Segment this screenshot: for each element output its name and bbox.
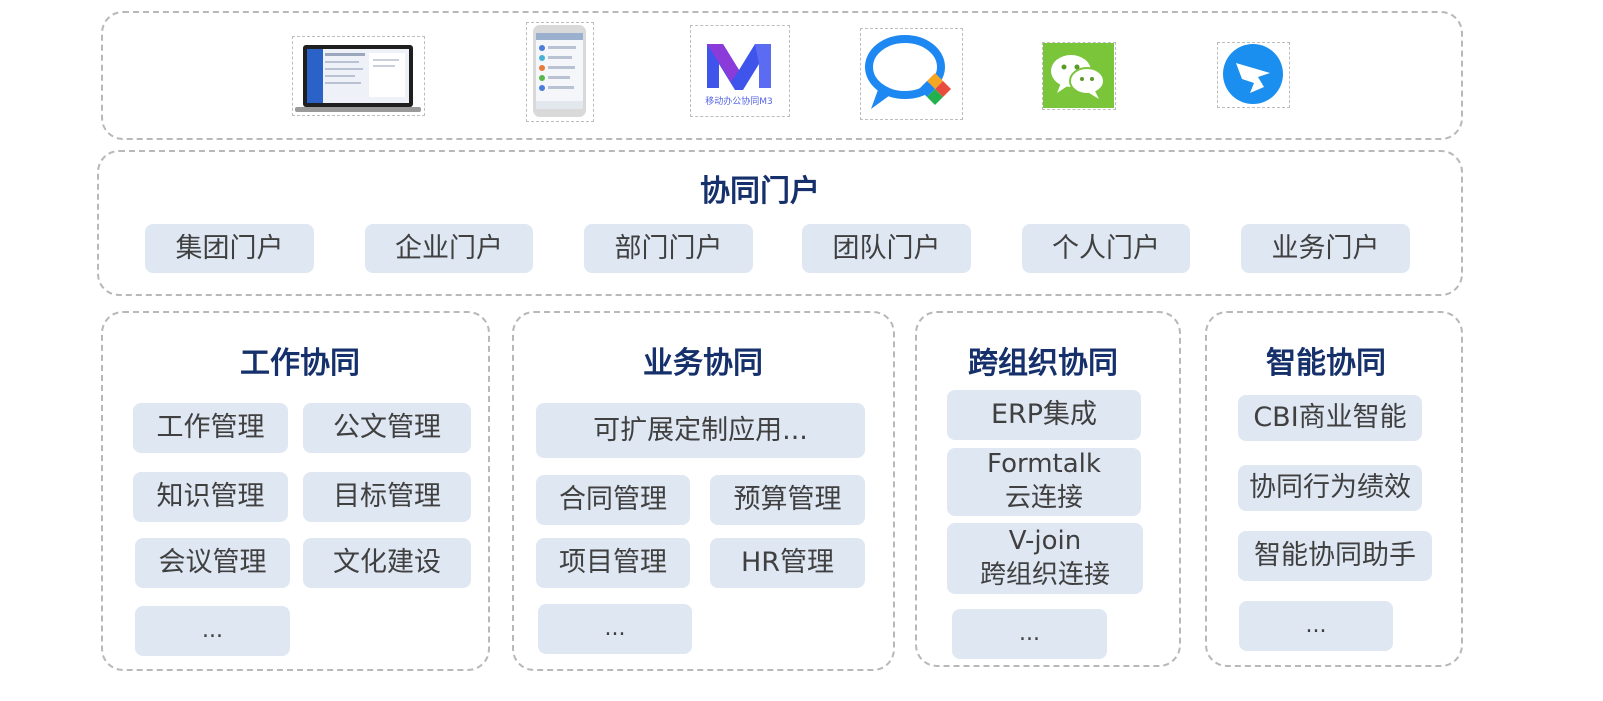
business-title: 业务协同 [643,346,763,381]
m3-mobile-app-icon: 移动办公协同M3 [690,25,790,117]
work-panel [101,311,490,671]
dingtalk-icon [1217,42,1290,108]
business-chip-more: ... [538,604,692,654]
business-chip-extensible: 可扩展定制应用... [536,403,865,458]
work-chip: 会议管理 [135,538,290,588]
portal-chip-group: 集团门户 [145,224,314,273]
work-chip: 目标管理 [303,472,471,522]
crossorg-chip-erp: ERP集成 [947,390,1141,440]
business-panel [512,311,895,671]
laptop-client-icon [292,36,425,116]
smart-panel [1205,311,1463,667]
crossorg-chip-formtalk: Formtalk 云连接 [947,448,1141,516]
portal-chip-department: 部门门户 [584,224,753,273]
portal-chip-enterprise: 企业门户 [365,224,533,273]
business-chip: 合同管理 [536,475,690,525]
work-chip: 知识管理 [133,472,288,522]
dingtalk-style-chat-icon [860,28,963,120]
crossorg-chip-vjoin: V-join 跨组织连接 [947,523,1143,594]
smart-chip: CBI商业智能 [1238,395,1422,441]
client-panel [101,11,1463,140]
crossorg-title: 跨组织协同 [968,346,1118,381]
work-title: 工作协同 [240,346,360,381]
m3-label: 移动办公协同M3 [705,95,773,107]
portal-chip-personal: 个人门户 [1022,224,1190,273]
business-chip: 预算管理 [710,475,865,525]
vjoin-line-1: V-join [1008,525,1082,556]
wechat-icon [1042,42,1116,110]
formtalk-line-1: Formtalk [987,449,1101,480]
crossorg-chip-more: ... [952,609,1107,659]
work-chip: 工作管理 [133,403,288,453]
smart-chip-more: ... [1239,601,1393,651]
business-chip: 项目管理 [536,538,690,588]
portal-panel [97,150,1463,296]
business-chip: HR管理 [710,538,865,588]
portal-chip-team: 团队门户 [802,224,971,273]
vjoin-line-2: 跨组织连接 [979,559,1110,590]
smart-title: 智能协同 [1266,346,1386,381]
portal-chip-business: 业务门户 [1241,224,1410,273]
smart-chip: 协同行为绩效 [1238,465,1422,511]
work-chip: 公文管理 [303,403,471,453]
crossorg-panel [915,311,1181,667]
mobile-phone-client-icon [526,22,594,122]
portal-title: 协同门户 [700,174,820,209]
smart-chip: 智能协同助手 [1238,531,1432,581]
work-chip-more: ... [135,606,290,656]
work-chip: 文化建设 [303,538,471,588]
formtalk-line-2: 云连接 [1004,483,1083,513]
